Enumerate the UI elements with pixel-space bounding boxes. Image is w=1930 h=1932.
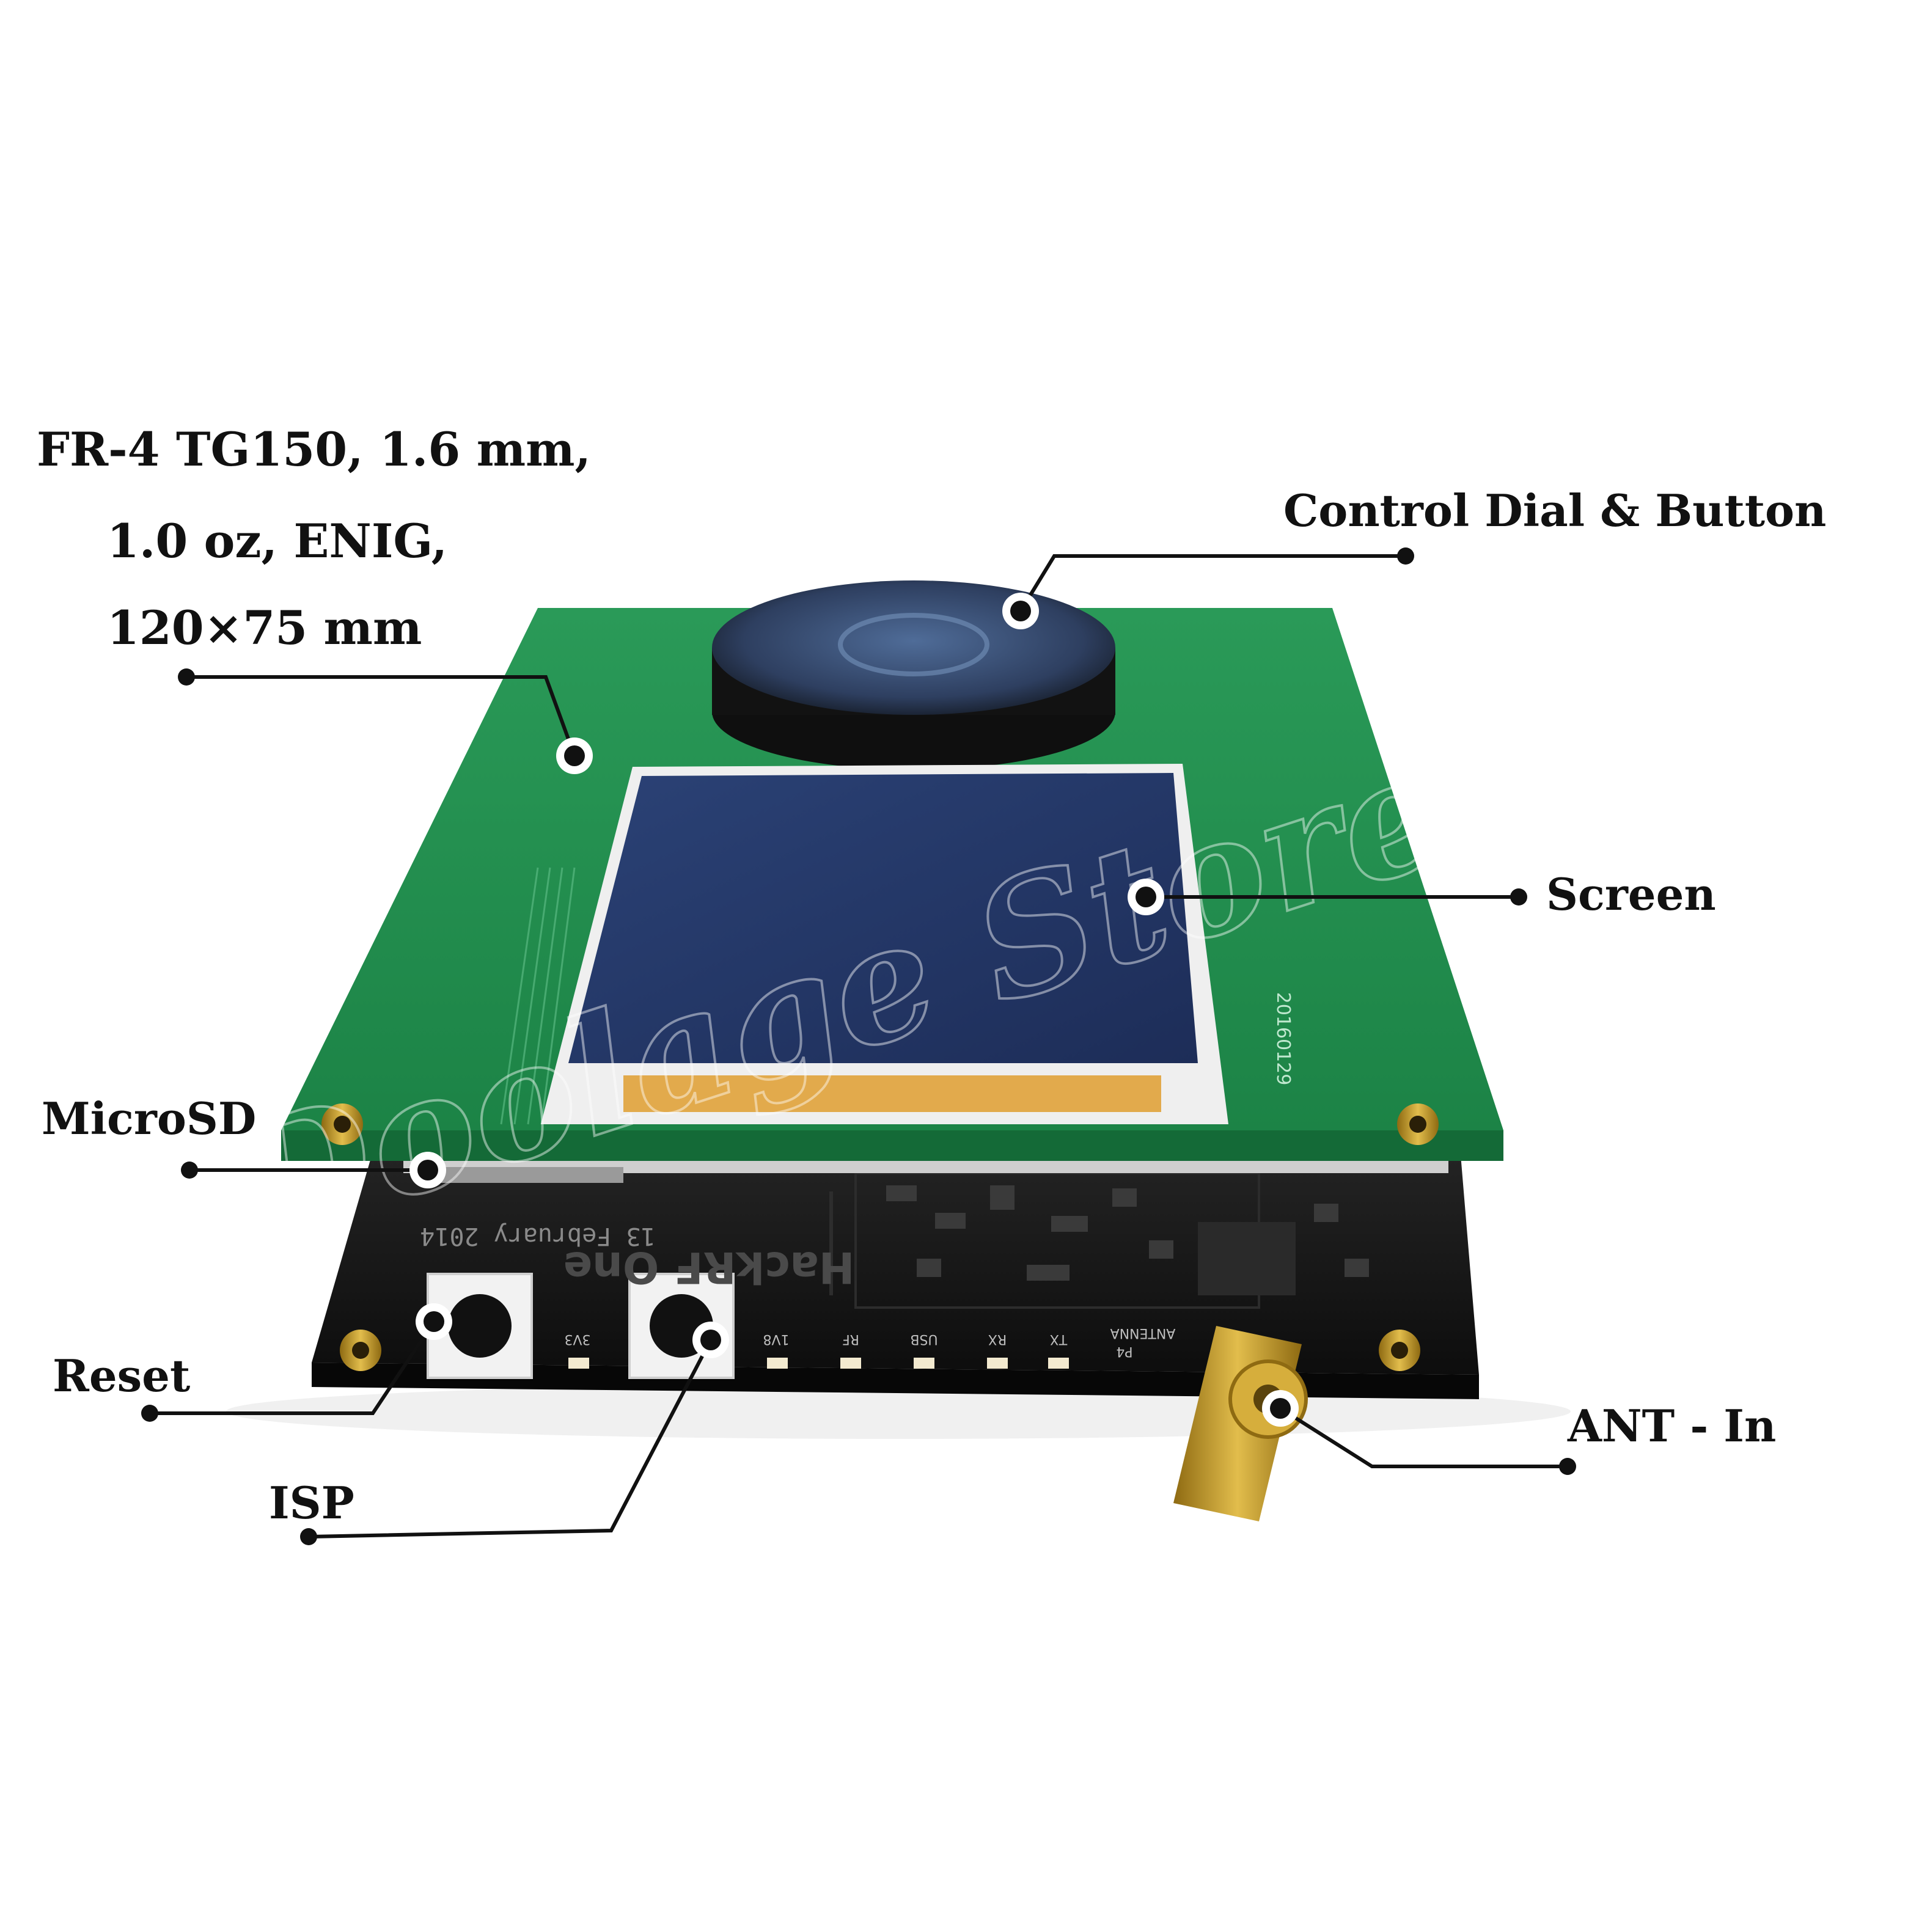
marker-spec <box>556 737 593 774</box>
marker-ant <box>1262 1390 1299 1427</box>
label-screen: Screen <box>1546 868 1716 920</box>
leader-control <box>1019 554 1406 612</box>
leader-ant <box>1279 1407 1568 1468</box>
pcb-label-rf: RF <box>842 1331 859 1347</box>
pcb-port-label: P4 <box>1116 1344 1132 1359</box>
label-control-dial: Control Dial & Button <box>1283 485 1827 536</box>
leader-isp <box>308 1339 713 1539</box>
marker-control <box>1002 593 1039 629</box>
label-reset: Reset <box>53 1350 191 1402</box>
leader-reset <box>150 1320 436 1415</box>
pcb-label-usb: USB <box>910 1331 937 1347</box>
pcb-label-tx: TX <box>1050 1331 1068 1347</box>
pcb-label-rx: RX <box>988 1331 1007 1347</box>
lcd-screen <box>541 764 1228 1124</box>
pcb-date: 13 February 2014 <box>420 1222 655 1250</box>
marker-reset <box>416 1303 452 1340</box>
leader-end-dots <box>141 547 1576 1545</box>
spec-line-3: 120×75 mm <box>107 601 422 655</box>
spec-line-2: 1.0 oz, ENIG, <box>107 514 448 568</box>
marker-screen <box>1128 879 1164 915</box>
microsd-slot <box>428 1167 623 1183</box>
spec-line-1: FR-4 TG150, 1.6 mm, <box>37 422 591 477</box>
pcb-brand: HackRF One <box>563 1242 855 1292</box>
label-microsd: MicroSD <box>42 1092 257 1144</box>
marker-microsd <box>409 1152 446 1188</box>
pcb-label-1v8: 1V8 <box>763 1331 789 1347</box>
pcb-board-code: 20160129 <box>1272 992 1294 1086</box>
leader-spec <box>186 675 576 757</box>
leader-lines <box>150 554 1568 1539</box>
marker-isp <box>692 1322 729 1358</box>
label-ant-in: ANT - In <box>1568 1400 1777 1452</box>
pcb-label-3v3: 3V3 <box>564 1331 590 1347</box>
label-isp: ISP <box>269 1477 354 1529</box>
control-dial <box>712 580 1115 770</box>
pcb-antenna-label: ANTENNA <box>1110 1325 1176 1341</box>
target-markers <box>409 593 1299 1427</box>
